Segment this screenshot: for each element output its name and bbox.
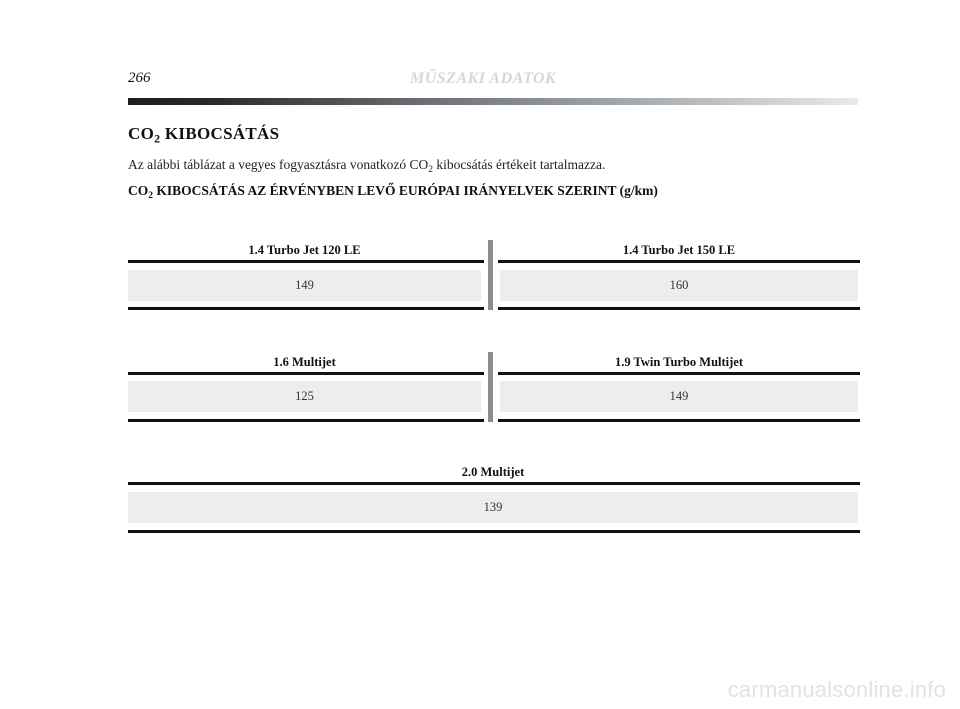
co2-value: 125	[128, 381, 481, 412]
running-head: MŰSZAKI ADATOK	[410, 70, 557, 87]
table-rule-bottom	[128, 307, 484, 310]
table-rule-top	[498, 260, 860, 263]
intro-text: Az alábbi táblázat a vegyes fogyasztásra…	[128, 157, 605, 175]
intro-suffix: kibocsátás értékeit tartalmazza.	[432, 157, 606, 172]
intro-subscript: 2	[428, 164, 433, 175]
section-title: CO2 KIBOCSÁTÁS	[128, 124, 279, 147]
table-rule-bottom	[498, 419, 860, 422]
watermark: carmanualsonline.info	[727, 677, 946, 702]
engine-label: 1.4 Turbo Jet 120 LE	[248, 243, 361, 257]
engine-label: 1.6 Multijet	[273, 355, 336, 369]
co2-value: 160	[500, 270, 858, 301]
table-rule-top	[128, 260, 484, 263]
table-title-subscript: 2	[148, 190, 153, 201]
table-rule-bottom	[128, 419, 484, 422]
table-title-suffix: KIBOCSÁTÁS AZ ÉRVÉNYBEN LEVŐ EURÓPAI IRÁ…	[152, 183, 658, 198]
section-title-subscript: 2	[154, 131, 161, 146]
table-title-prefix: CO	[128, 183, 149, 198]
page-number: 266	[128, 70, 151, 86]
co2-value: 149	[500, 381, 858, 412]
header-rule	[128, 98, 858, 105]
table-rule-bottom	[128, 530, 860, 533]
section-title-prefix: CO	[128, 124, 155, 143]
section-title-suffix: KIBOCSÁTÁS	[160, 124, 280, 143]
co2-value: 149	[128, 270, 481, 301]
engine-label: 1.9 Twin Turbo Multijet	[614, 355, 744, 369]
co2-value: 139	[128, 492, 858, 523]
intro-prefix: Az alábbi táblázat a vegyes fogyasztásra…	[128, 157, 429, 172]
table-rule-top	[128, 482, 860, 485]
table-rule-top	[128, 372, 484, 375]
engine-label: 1.4 Turbo Jet 150 LE	[622, 243, 736, 257]
engine-label: 2.0 Multijet	[461, 465, 525, 479]
table-rule-top	[498, 372, 860, 375]
table-rule-bottom	[498, 307, 860, 310]
table-title: CO2 KIBOCSÁTÁS AZ ÉRVÉNYBEN LEVŐ EURÓPAI…	[128, 183, 658, 201]
column-divider	[488, 240, 493, 310]
column-divider	[488, 352, 493, 422]
